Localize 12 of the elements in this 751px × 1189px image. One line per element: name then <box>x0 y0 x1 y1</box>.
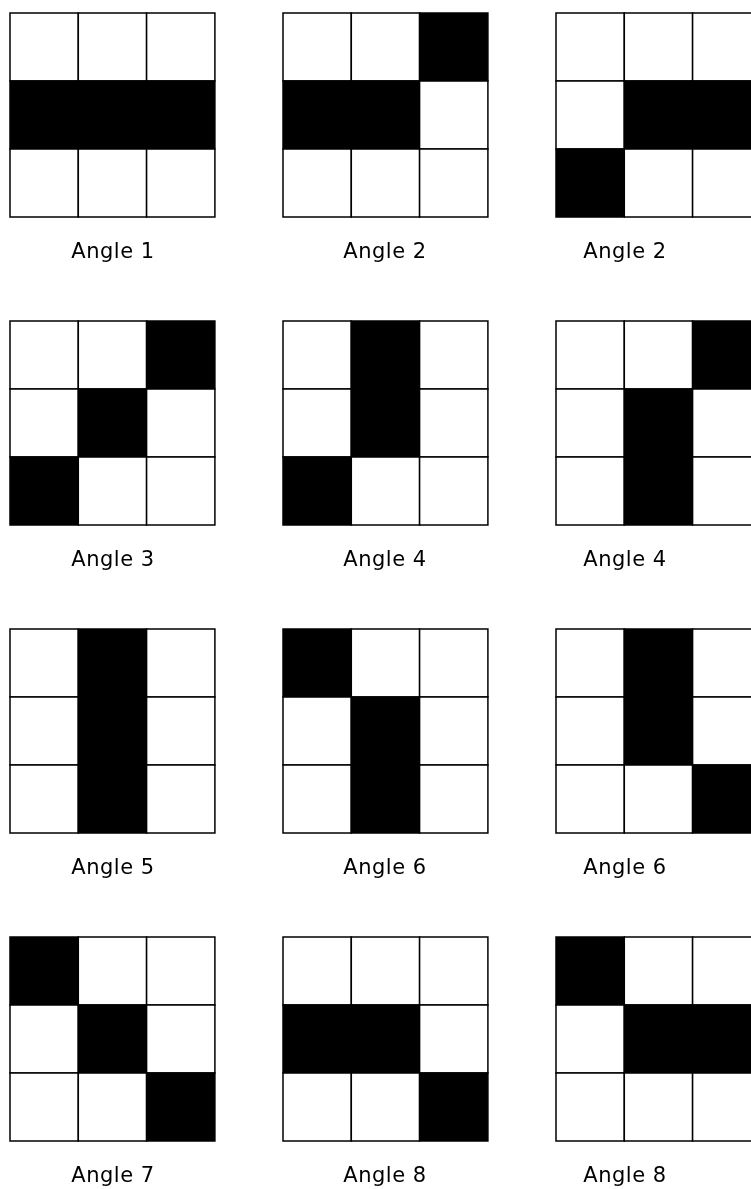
angle-label: Angle 4 <box>583 547 667 571</box>
angle-label: Angle 6 <box>583 855 667 879</box>
angle-label: Angle 8 <box>583 1163 667 1187</box>
angle-label: Angle 8 <box>343 1163 427 1187</box>
angle-label: Angle 5 <box>71 855 155 879</box>
angle-label: Angle 3 <box>71 547 155 571</box>
angle-label: Angle 2 <box>583 239 667 263</box>
angle-label: Angle 1 <box>71 239 155 263</box>
angle-label: Angle 2 <box>343 239 427 263</box>
angle-label: Angle 7 <box>71 1163 155 1187</box>
angle-label: Angle 6 <box>343 855 427 879</box>
angle-label: Angle 4 <box>343 547 427 571</box>
